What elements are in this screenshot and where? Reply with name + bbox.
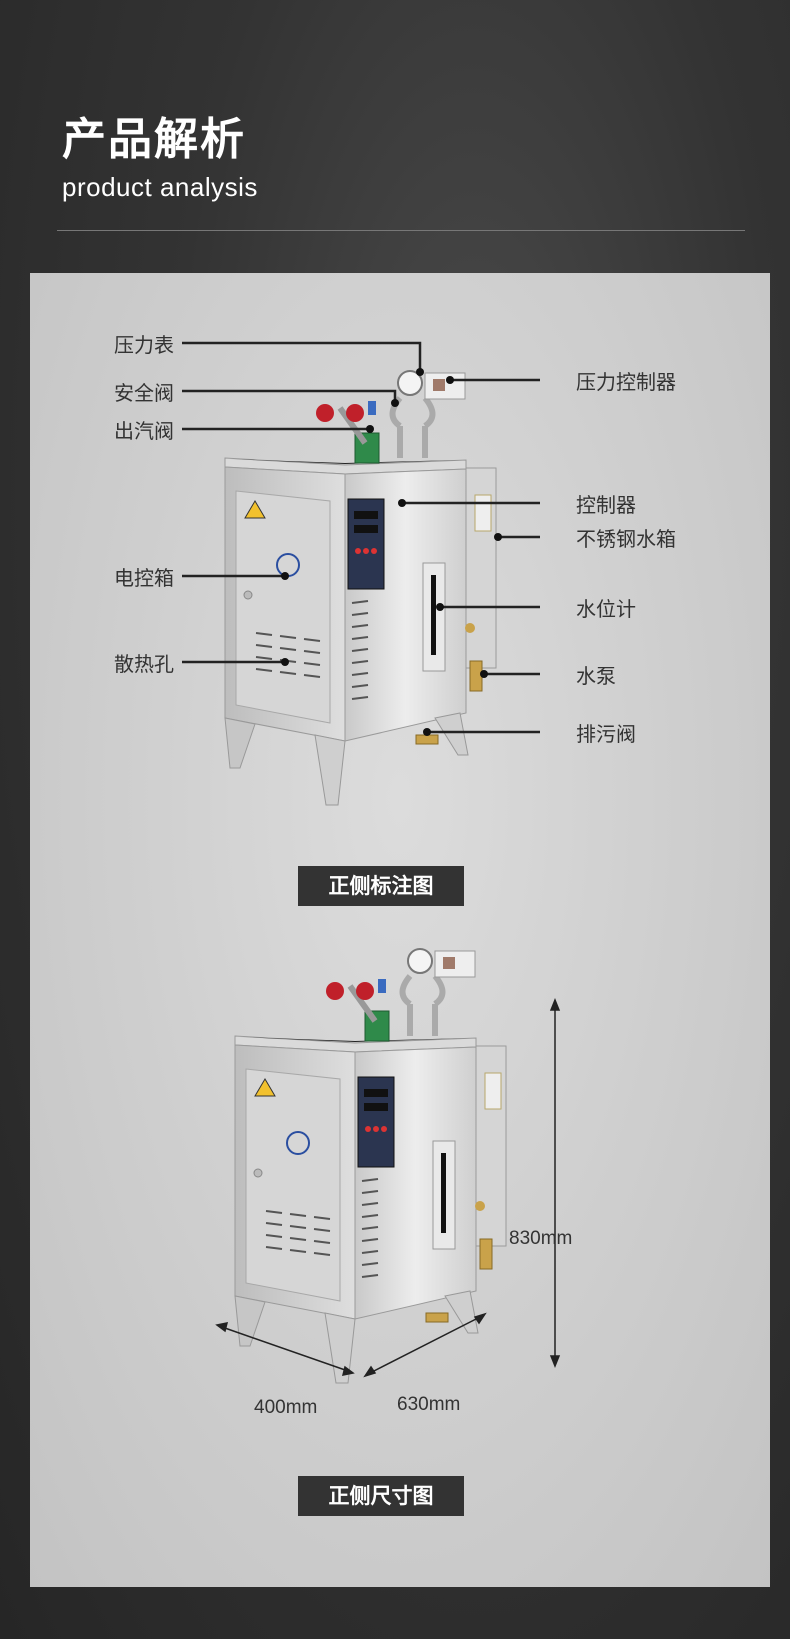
boiler-size-view [235, 949, 506, 1383]
boiler-front-view [225, 371, 496, 805]
dimension-lines [215, 997, 561, 1378]
label-pressure-controller: 压力控制器 [576, 370, 676, 394]
label-pressure-gauge: 压力表 [114, 333, 174, 357]
caption-front-annotated: 正侧标注图 [298, 866, 464, 906]
right-leaders [402, 378, 540, 734]
label-controller: 控制器 [576, 493, 636, 517]
label-drain-valve: 排污阀 [576, 722, 636, 746]
product-panel: 压力表 安全阀 出汽阀 电控箱 散热孔 压力控制器 控制器 不锈钢水箱 水位计 … [30, 273, 770, 1587]
label-water-gauge: 水位计 [576, 597, 636, 621]
dimension-height: 830mm [509, 1228, 572, 1249]
label-control-box: 电控箱 [114, 566, 174, 590]
dimension-width: 630mm [397, 1394, 460, 1415]
section-subtitle: product analysis [62, 172, 258, 202]
header-divider [57, 230, 745, 231]
label-water-pump: 水泵 [576, 664, 616, 688]
label-vent-holes: 散热孔 [114, 652, 174, 676]
section-title: 产品解析 [62, 114, 246, 165]
product-illustration: 压力表 安全阀 出汽阀 电控箱 散热孔 压力控制器 控制器 不锈钢水箱 水位计 … [114, 333, 676, 1418]
label-steam-valve: 出汽阀 [114, 419, 174, 443]
dimension-depth: 400mm [254, 1397, 317, 1418]
section-header: 产品解析 product analysis [62, 118, 258, 203]
label-safety-valve: 安全阀 [114, 381, 174, 405]
caption-front-size: 正侧尺寸图 [298, 1476, 464, 1516]
label-stainless-tank: 不锈钢水箱 [576, 527, 676, 551]
